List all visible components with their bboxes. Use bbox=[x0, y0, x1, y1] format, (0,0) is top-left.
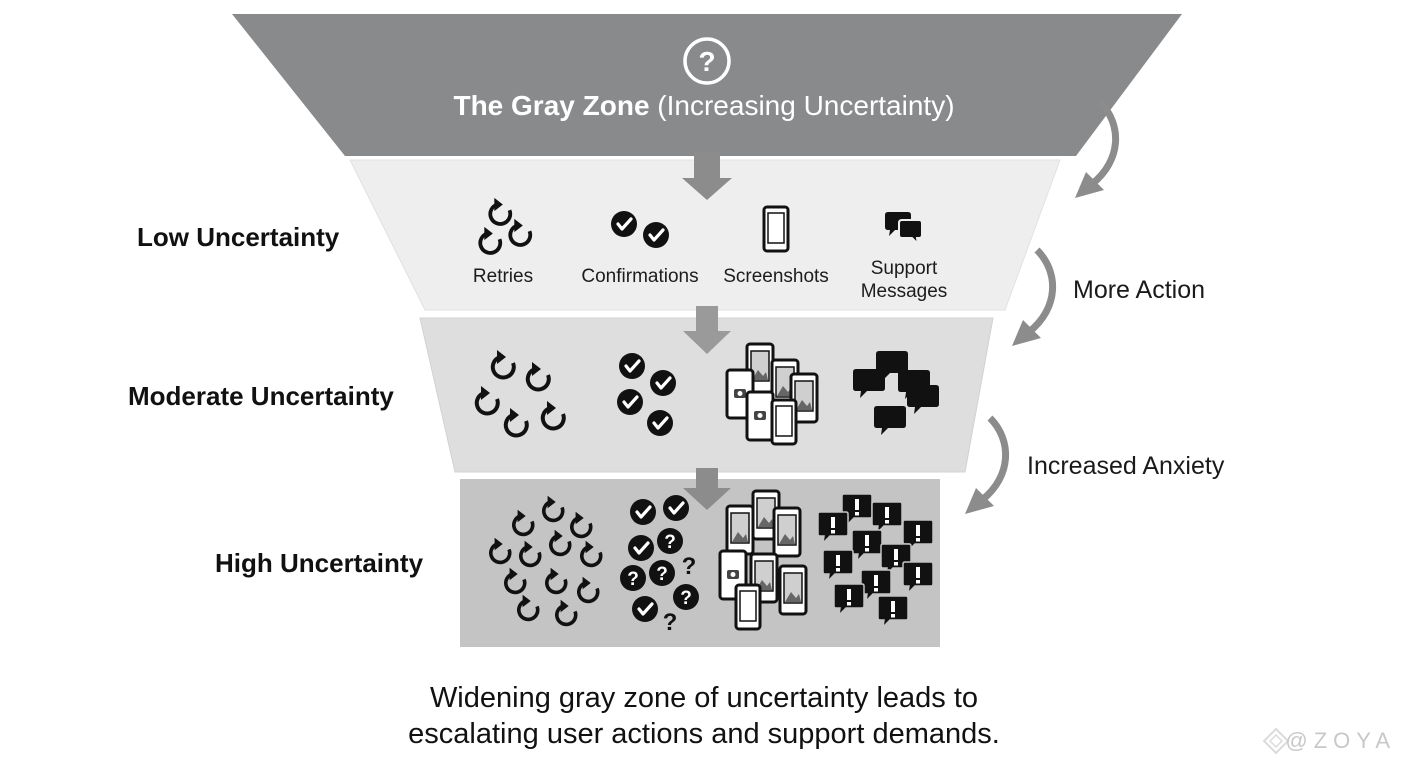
level-label-high: High Uncertainty bbox=[215, 548, 424, 578]
check-circle-icon bbox=[648, 368, 678, 398]
column-label-support-messages: Support Messages bbox=[849, 257, 959, 303]
check-circle-icon bbox=[641, 220, 671, 250]
svg-text:?: ? bbox=[698, 46, 715, 77]
check-circle-icon bbox=[645, 408, 675, 438]
column-label-support-line1: Support bbox=[870, 258, 938, 279]
smartphone-icon bbox=[725, 504, 755, 556]
column-label-retries: Retries bbox=[472, 266, 534, 287]
down-arrow-3 bbox=[683, 468, 731, 510]
smartphone-icon bbox=[770, 398, 798, 446]
header-title-bold: The Gray Zone bbox=[453, 90, 650, 121]
down-arrow-1 bbox=[682, 152, 732, 200]
watermark-logo bbox=[1262, 727, 1290, 755]
check-circle-icon bbox=[661, 493, 691, 523]
column-label-screenshots: Screenshots bbox=[723, 266, 829, 287]
moderate-uncertainty-band bbox=[419, 317, 994, 473]
level-label-low: Low Uncertainty bbox=[137, 222, 340, 252]
column-label-confirmations: Confirmations bbox=[581, 266, 699, 287]
check-circle-icon bbox=[626, 533, 656, 563]
question-circle-icon bbox=[673, 584, 699, 610]
question-mark-icon bbox=[681, 553, 697, 580]
question-circle-icon: ? bbox=[683, 37, 731, 85]
smartphone-icon bbox=[772, 506, 802, 558]
question-circle-icon bbox=[620, 565, 646, 591]
down-arrow-2 bbox=[683, 306, 731, 354]
side-label-more-action: More Action bbox=[1073, 276, 1206, 304]
header-title: The Gray Zone (Increasing Uncertainty) bbox=[0, 90, 1408, 122]
column-label-support-line2: Messages bbox=[860, 281, 948, 302]
smartphone-icon bbox=[778, 564, 808, 616]
check-circle-icon bbox=[628, 497, 658, 527]
header-title-rest: (Increasing Uncertainty) bbox=[657, 90, 955, 121]
check-circle-icon bbox=[630, 594, 660, 624]
gray-zone-band bbox=[232, 14, 1182, 156]
caption-line-1: Widening gray zone of uncertainty leads … bbox=[429, 682, 979, 714]
question-circle-icon bbox=[649, 560, 675, 586]
low-screenshots-icons bbox=[762, 205, 790, 253]
low-uncertainty-band bbox=[349, 159, 1061, 311]
side-label-increased-anxiety: Increased Anxiety bbox=[1027, 452, 1225, 480]
check-circle-icon bbox=[615, 387, 645, 417]
smartphone-icon bbox=[745, 390, 775, 442]
caption-line-2: escalating user actions and support dema… bbox=[408, 718, 1000, 750]
check-circle-icon bbox=[609, 209, 639, 239]
question-circle-icon bbox=[657, 528, 683, 554]
question-mark-icon bbox=[662, 609, 678, 636]
watermark-text: @ZOYA bbox=[1285, 728, 1396, 753]
level-label-moderate: Moderate Uncertainty bbox=[128, 381, 394, 411]
smartphone-icon bbox=[762, 205, 790, 253]
smartphone-icon bbox=[734, 583, 762, 631]
check-circle-icon bbox=[617, 351, 647, 381]
